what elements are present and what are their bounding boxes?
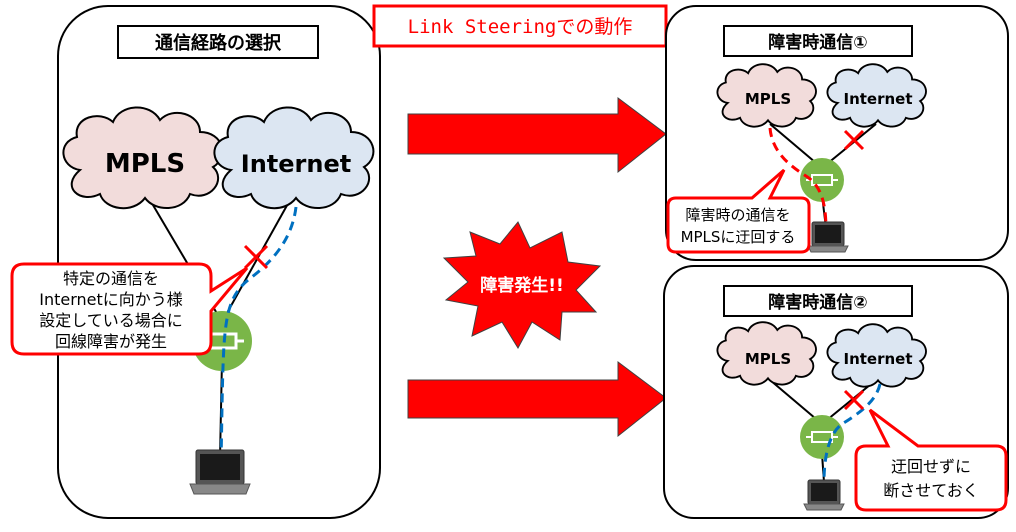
left-callout-line-2: Internetに向かう様 xyxy=(39,290,183,309)
header-box xyxy=(372,4,668,48)
right-top-dashed-red-path xyxy=(768,127,828,231)
right-bottom-dashed-blue-path xyxy=(822,383,882,483)
right-bottom-callout-line-2: 断させておく xyxy=(883,481,979,500)
right-top-title-box xyxy=(723,25,913,57)
left-panel xyxy=(57,5,381,519)
left-cloud-internet-label: Internet xyxy=(241,150,351,178)
right-top-callout-line-2: MPLSに迂回する xyxy=(681,228,796,246)
left-dashed-path xyxy=(219,206,298,461)
left-x-mark-icon xyxy=(243,244,269,270)
arrow-top xyxy=(407,97,667,174)
failure-burst-label: 障害発生!! xyxy=(480,275,564,296)
right-bottom-x-mark-icon xyxy=(843,389,865,411)
right-bottom-router-icon xyxy=(800,415,844,459)
arrow-bottom xyxy=(407,361,667,438)
left-panel-title-box xyxy=(117,25,319,59)
right-bottom-callout xyxy=(854,408,1008,512)
right-bottom-cloud-internet-label: Internet xyxy=(843,350,912,368)
right-top-x-mark-icon xyxy=(843,129,865,151)
right-top-router-icon xyxy=(800,158,844,202)
failure-burst xyxy=(442,221,602,350)
right-bottom-title: 障害時通信② xyxy=(768,292,867,313)
right-top-cloud-internet-label: Internet xyxy=(843,90,912,108)
left-panel-title: 通信経路の選択 xyxy=(155,32,282,54)
right-top-laptop-icon xyxy=(807,221,849,253)
header-title: Link Steeringでの動作 xyxy=(408,16,633,38)
right-top-callout-line-1: 障害時の通信を xyxy=(685,206,790,224)
left-laptop-icon xyxy=(189,449,251,495)
right-bottom-title-box xyxy=(723,285,913,317)
right-bottom-line-mpls xyxy=(769,379,823,425)
left-callout-line-1: 特定の通信を xyxy=(63,269,159,288)
left-callout xyxy=(10,262,249,356)
right-bottom-callout-line-1: 迂回せずに xyxy=(891,457,971,476)
right-bottom-laptop-icon xyxy=(803,479,845,511)
left-callout-line-3: 設定している場合に xyxy=(39,311,183,330)
right-top-title: 障害時通信① xyxy=(768,32,867,53)
left-callout-line-4: 回線障害が発生 xyxy=(55,332,167,351)
right-top-callout xyxy=(666,168,811,254)
right-bottom-cloud-mpls-label: MPLS xyxy=(745,350,791,368)
left-cloud-mpls-label: MPLS xyxy=(105,149,185,179)
right-top-cloud-mpls-label: MPLS xyxy=(745,90,791,108)
left-line-internet xyxy=(221,199,291,323)
